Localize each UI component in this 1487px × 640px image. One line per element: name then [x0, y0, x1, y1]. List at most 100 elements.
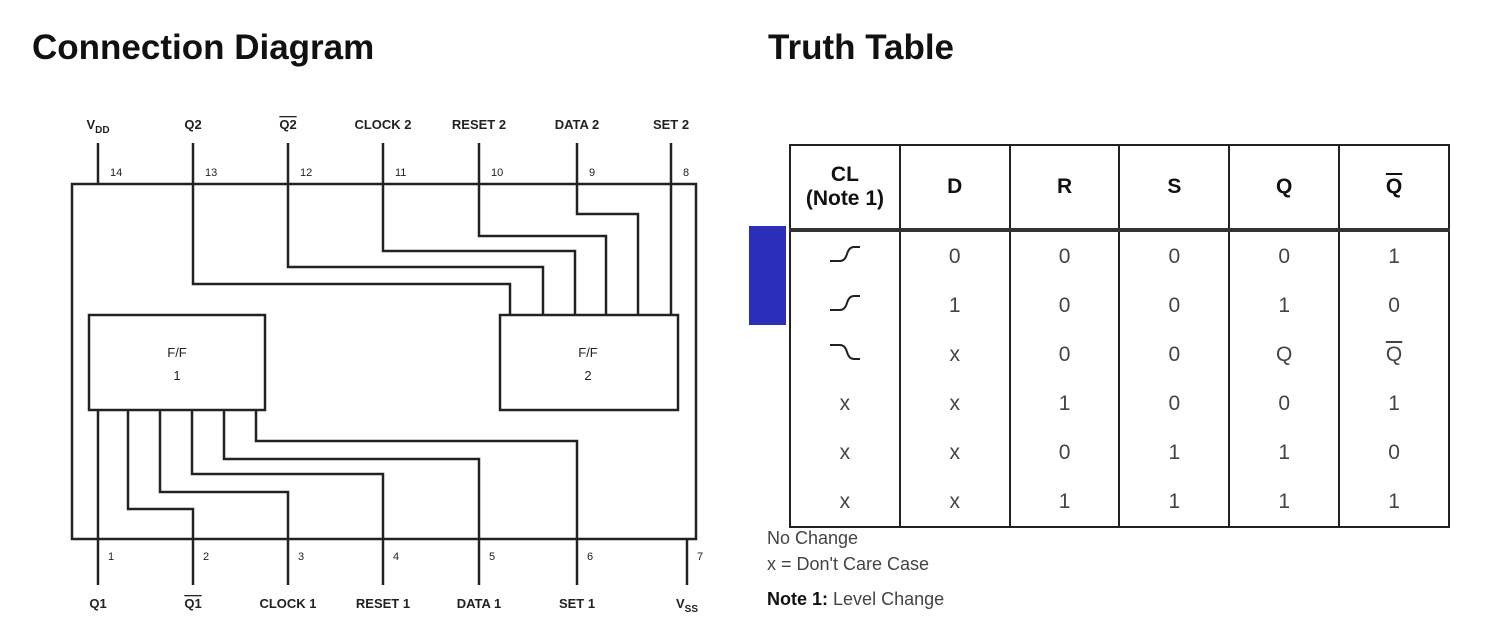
table-cell: 0 — [1008, 330, 1121, 379]
table-cell: 1 — [1338, 230, 1450, 281]
note-1-label: Note 1: — [767, 589, 829, 609]
cell-value: 1 — [948, 293, 961, 317]
table-cell: 1 — [1008, 477, 1121, 528]
header-d: D — [898, 144, 1011, 232]
cell-value: 1 — [1278, 293, 1291, 317]
bottom-pin-3-number: 3 — [298, 551, 304, 563]
bottom-pin-4-number: 4 — [393, 551, 399, 563]
cell-value: 0 — [1058, 293, 1071, 317]
bottom-pin-5-number: 5 — [489, 551, 495, 563]
bottom-pin-1-number: 1 — [108, 551, 114, 563]
cell-value: 0 — [1168, 244, 1181, 268]
top-pin-11-number: 11 — [395, 167, 406, 179]
bottom-pin-7-label: VSS — [676, 596, 698, 615]
highlight-marker — [749, 226, 786, 325]
table-cell: x — [789, 428, 901, 477]
cell-value: 0 — [1388, 293, 1400, 317]
table-cell: 0 — [1118, 281, 1231, 330]
top-pin-10-number: 10 — [491, 167, 503, 179]
table-cell: x — [898, 379, 1011, 428]
top-pin-9-label: DATA 2 — [555, 117, 600, 132]
cell-value: x — [839, 391, 851, 415]
table-cell: 0 — [1118, 379, 1231, 428]
header-r: R — [1008, 144, 1121, 232]
table-row: x x 0 1 1 0 — [789, 428, 1450, 477]
cell-value: 1 — [1058, 489, 1071, 513]
table-cell: x — [789, 477, 901, 528]
table-cell: x — [789, 379, 901, 428]
table-cell: x — [898, 428, 1011, 477]
table-cell: 1 — [1338, 379, 1450, 428]
cell-value: 1 — [1388, 489, 1400, 513]
top-pin-12-label: Q2 — [279, 117, 296, 132]
header-cl: CL (Note 1) — [789, 144, 901, 232]
table-row: 1 0 0 1 0 — [789, 281, 1450, 330]
cell-value: 1 — [1388, 391, 1400, 415]
bottom-pin-4-label: RESET 1 — [356, 596, 410, 611]
bottom-pin-6-label: SET 1 — [559, 596, 595, 611]
cell-value: 0 — [1278, 391, 1291, 415]
top-pin-8-number: 8 — [683, 167, 689, 179]
flip-flop-2-number: 2 — [584, 368, 591, 383]
cell-value: Q — [1385, 342, 1403, 366]
table-cell: 1 — [1228, 281, 1341, 330]
truth-table-header-row: CL (Note 1) D R S Q Q — [789, 144, 1450, 232]
table-cell: x — [898, 330, 1011, 379]
table-cell: 0 — [1338, 281, 1450, 330]
table-cell: 1 — [1008, 379, 1121, 428]
bottom-pin-2-number: 2 — [203, 551, 209, 563]
table-cell: 0 — [1338, 428, 1450, 477]
top-pin-9-number: 9 — [589, 167, 595, 179]
bottom-pin-7-number: 7 — [697, 551, 703, 563]
table-cell: 0 — [1008, 281, 1121, 330]
table-cell: 0 — [1008, 428, 1121, 477]
falling-edge-icon — [829, 343, 860, 360]
table-cell — [789, 230, 901, 281]
cell-value: 0 — [1278, 244, 1291, 268]
header-cl-note: (Note 1) — [805, 187, 884, 210]
cell-value: 1 — [1058, 391, 1071, 415]
note-1: Note 1: Level Change — [767, 589, 944, 610]
top-pin-13-number: 13 — [205, 167, 217, 179]
top-pin-8-label: SET 2 — [653, 117, 689, 132]
rising-edge-icon — [829, 245, 860, 262]
rising-edge-icon — [829, 294, 860, 311]
cell-value: x — [949, 440, 960, 464]
table-cell: Q — [1228, 330, 1341, 379]
bottom-pin-5-label: DATA 1 — [457, 596, 502, 611]
table-cell: 1 — [1118, 477, 1231, 528]
cell-value: 1 — [1168, 440, 1181, 464]
table-cell: 1 — [898, 281, 1011, 330]
flip-flop-2: F/F 2 — [578, 345, 598, 383]
cell-value: x — [949, 489, 960, 513]
diagram-wiring — [70, 143, 698, 585]
header-cl-label: CL — [830, 163, 859, 186]
no-change-note: No Change — [767, 528, 859, 548]
table-cell: 0 — [898, 230, 1011, 281]
header-q: Q — [1228, 144, 1341, 232]
table-row: x x 1 0 0 1 — [789, 379, 1450, 428]
cell-value: 0 — [1168, 293, 1181, 317]
table-row: 0 0 0 0 1 — [789, 230, 1450, 281]
cell-value: 0 — [948, 244, 961, 268]
cell-value: 1 — [1278, 440, 1291, 464]
top-pin-12-number: 12 — [300, 167, 312, 179]
cell-value: x — [949, 342, 960, 366]
table-cell: 0 — [1118, 230, 1231, 281]
cell-value: 0 — [1168, 391, 1181, 415]
truth-table-title: Truth Table — [768, 28, 955, 67]
cell-value: Q — [1276, 342, 1293, 366]
top-pin-13-label: Q2 — [184, 117, 201, 132]
bottom-pin-1-label: Q1 — [89, 596, 106, 611]
cell-value: 0 — [1168, 342, 1181, 366]
top-pin-14-number: 14 — [110, 167, 122, 179]
table-cell: x — [898, 477, 1011, 528]
table-cell: 0 — [1008, 230, 1121, 281]
cell-value: 1 — [1278, 489, 1291, 513]
flip-flop-1-number: 1 — [173, 368, 180, 383]
